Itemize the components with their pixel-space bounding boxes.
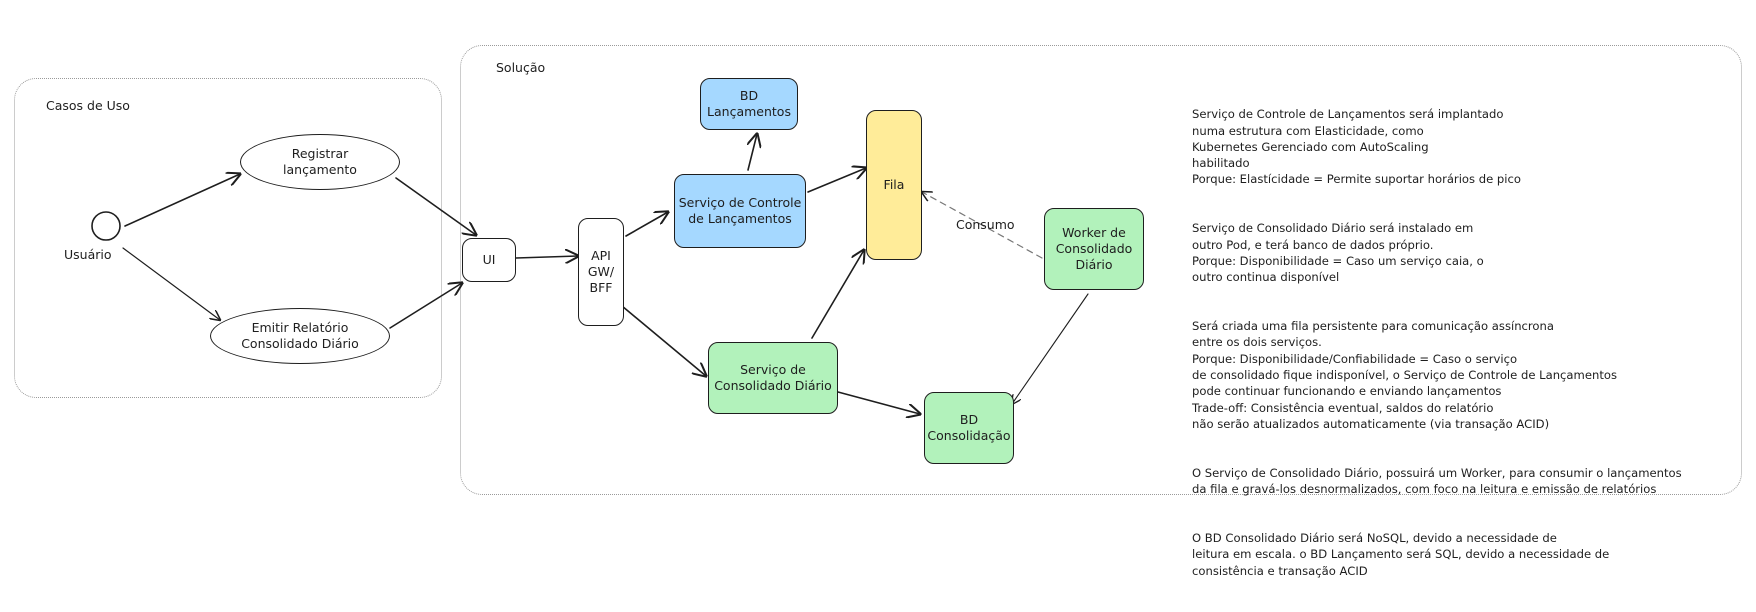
svc-controle-node: Serviço de Controle de Lançamentos <box>674 174 806 248</box>
actor-head-icon <box>91 211 121 241</box>
edge-api-svc-controle <box>625 212 668 237</box>
fila-node: Fila <box>866 110 922 260</box>
edge-api-svc-consolidado <box>621 305 706 376</box>
bd-lancamentos-node: BD Lançamentos <box>700 78 798 130</box>
edge-svc-controle-fila <box>807 168 866 193</box>
worker-node: Worker de Consolidado Diário <box>1044 208 1144 290</box>
api-gateway-node: API GW/ BFF <box>578 218 624 326</box>
edge-svc-controle-bd <box>748 134 757 171</box>
note-disponibilidade: Serviço de Consolidado Diário será insta… <box>1192 221 1484 285</box>
svc-consolidado-node: Serviço de Consolidado Diário <box>708 342 838 414</box>
use-case-register: Registrar lançamento <box>240 134 400 190</box>
actor-label: Usuário <box>64 247 112 262</box>
bd-consolidacao-node: BD Consolidação <box>924 392 1014 464</box>
consumo-edge-label: Consumo <box>956 217 1015 232</box>
edge-report-ui <box>389 283 462 329</box>
edge-svc-consolidado-bd <box>837 391 920 414</box>
note-elasticidade: Serviço de Controle de Lançamentos será … <box>1192 107 1521 187</box>
solution-frame-title: Solução <box>496 60 546 75</box>
connectors <box>91 0 1089 504</box>
use-case-report: Emitir Relatório Consolidado Diário <box>210 308 390 364</box>
edge-worker-bd <box>1012 293 1089 404</box>
use-cases-frame <box>14 78 442 398</box>
note-fila: Será criada uma fila persistente para co… <box>1192 319 1617 431</box>
use-cases-frame-title: Casos de Uso <box>46 98 130 113</box>
edge-ui-api <box>515 256 578 258</box>
edge-svc-consolidado-fila <box>811 250 864 339</box>
edge-user-register <box>124 174 240 227</box>
edge-worker-fila-consumo <box>922 192 1043 259</box>
edge-user-report <box>122 247 220 320</box>
note-worker: O Serviço de Consolidado Diário, possuir… <box>1192 465 1682 497</box>
edge-register-ui <box>395 177 476 235</box>
ui-node: UI <box>462 238 516 282</box>
architecture-notes: Serviço de Controle de Lançamentos será … <box>1192 90 1732 612</box>
solution-frame <box>460 45 1742 495</box>
note-bd: O BD Consolidado Diário será NoSQL, devi… <box>1192 531 1610 578</box>
